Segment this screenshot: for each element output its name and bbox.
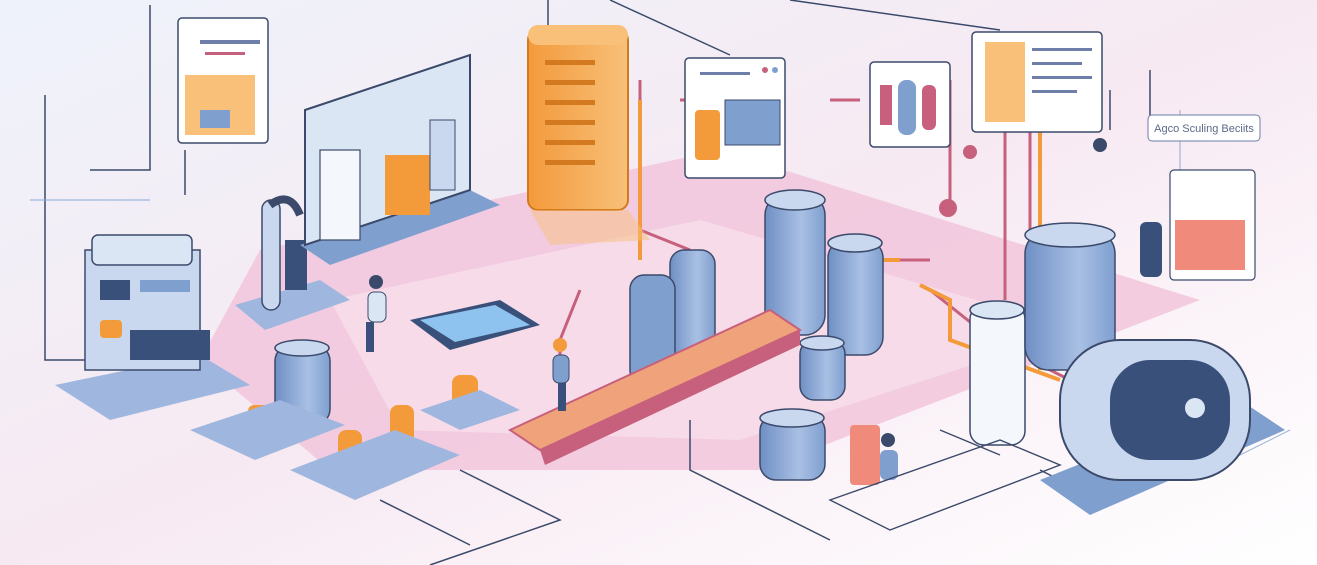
storage-tank-icon	[759, 408, 826, 481]
document-panel-icon	[684, 57, 786, 179]
worker-figure-icon	[552, 338, 570, 411]
valve	[939, 199, 957, 217]
valve	[963, 145, 977, 159]
scanner-machine	[1040, 339, 1285, 515]
platform-outlines	[828, 429, 1062, 531]
document-panel-icon	[869, 31, 1103, 148]
valve	[1093, 138, 1107, 152]
info-panel-right: Agco Sculing Beciits	[1140, 114, 1261, 281]
worker-figure-icon	[366, 275, 387, 352]
worker-figure-icon	[880, 433, 898, 480]
conveyor-belt-icon	[507, 308, 803, 465]
storage-cabinet	[300, 53, 500, 265]
document-panel-icon	[177, 17, 269, 144]
storage-tank-icon	[827, 233, 884, 356]
small-platforms	[190, 390, 520, 500]
storage-tank-icon	[1024, 222, 1116, 371]
server-tower-icon	[527, 25, 650, 245]
control-screen-icon	[410, 300, 540, 350]
robot-arm-icon	[235, 195, 350, 330]
storage-tank-icon	[969, 300, 1026, 446]
storage-tank-icon	[799, 335, 846, 401]
panel-title: Agco Sculing Beciits	[1154, 123, 1254, 135]
control-machine	[55, 234, 250, 420]
